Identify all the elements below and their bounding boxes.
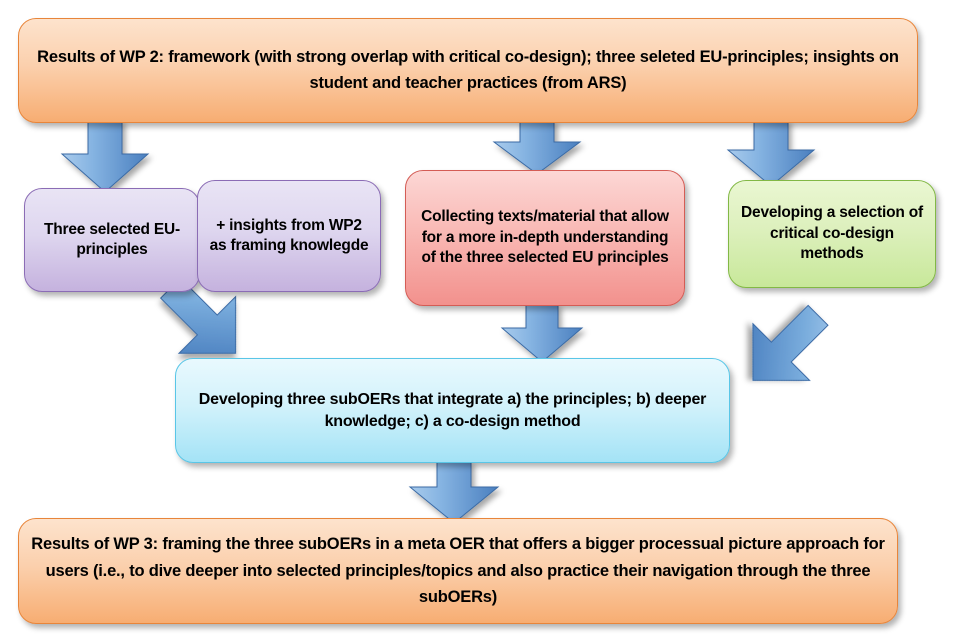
arrow-methods-to-suboers (690, 282, 829, 397)
node-wp3-results[interactable]: Results of WP 3: framing the three subOE… (18, 518, 898, 624)
node-three-selected-eu-principles-label: Three selected EU-principles (44, 220, 180, 258)
node-developing-three-suboers-label: Developing three subOERs that integrate … (198, 391, 707, 430)
node-collecting-texts-material[interactable]: Collecting texts/material that allow for… (405, 170, 685, 306)
node-developing-three-suboers[interactable]: Developing three subOERs that integrate … (175, 358, 730, 463)
node-collecting-texts-material-label: Collecting texts/material that allow for… (421, 208, 669, 267)
node-wp2-results-label: Results of WP 2: framework (with strong … (37, 47, 899, 92)
node-wp3-results-label: Results of WP 3: framing the three subOE… (31, 535, 885, 607)
node-developing-codesign-methods-label: Developing a selection of critical co-de… (741, 204, 923, 263)
arrow-suboers-to-wp3 (408, 460, 500, 524)
arrow-wp2-to-principles (60, 119, 150, 193)
arrow-wp2-to-methods (726, 119, 816, 187)
node-insights-from-wp2-label: + insights from WP2 as framing knowlegde (209, 216, 369, 254)
node-insights-from-wp2[interactable]: + insights from WP2 as framing knowlegde (197, 180, 381, 292)
node-developing-codesign-methods[interactable]: Developing a selection of critical co-de… (728, 180, 936, 288)
node-three-selected-eu-principles[interactable]: Three selected EU-principles (24, 188, 200, 292)
node-wp2-results[interactable]: Results of WP 2: framework (with strong … (18, 18, 918, 123)
arrow-principles-to-suboers (150, 277, 270, 396)
arrow-wp2-to-collecting (492, 119, 582, 175)
arrow-collecting-to-suboers (500, 303, 584, 363)
